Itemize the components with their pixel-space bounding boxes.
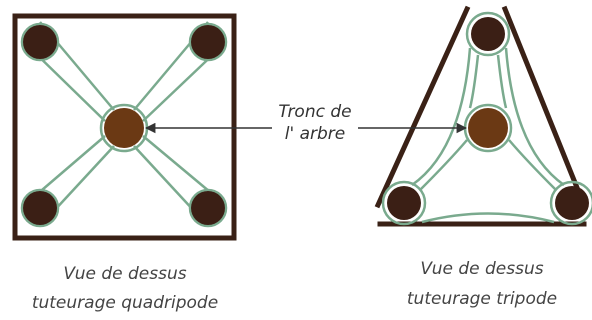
tripod-stake-bottom-right (555, 186, 589, 220)
quadripod-stake-top-right (191, 25, 225, 59)
quadripod-stake-bottom-left (23, 191, 57, 225)
trunk-label-line1: Tronc de (278, 102, 351, 122)
right-caption-line1: Vue de dessus (420, 259, 543, 279)
quadripod-frame (12, 13, 237, 241)
trunk-label-line2: l' arbre (285, 124, 345, 144)
tripod-trunk (468, 108, 508, 148)
trunk-label-group: Tronc de l' arbre (144, 102, 468, 144)
quadripod-trunk (104, 108, 144, 148)
tripod-view (374, 5, 592, 227)
tripod-stake-top (471, 17, 505, 51)
right-caption-line2: tuteurage tripode (407, 289, 557, 309)
left-caption-line2: tuteurage quadripode (32, 293, 218, 313)
quadripod-view (12, 13, 237, 241)
tripod-frame (374, 5, 588, 227)
tripod-stake-bottom-left (387, 186, 421, 220)
left-caption-line1: Vue de dessus (63, 264, 186, 284)
quadripod-stake-top-left (23, 25, 57, 59)
quadripod-stake-bottom-right (191, 191, 225, 225)
